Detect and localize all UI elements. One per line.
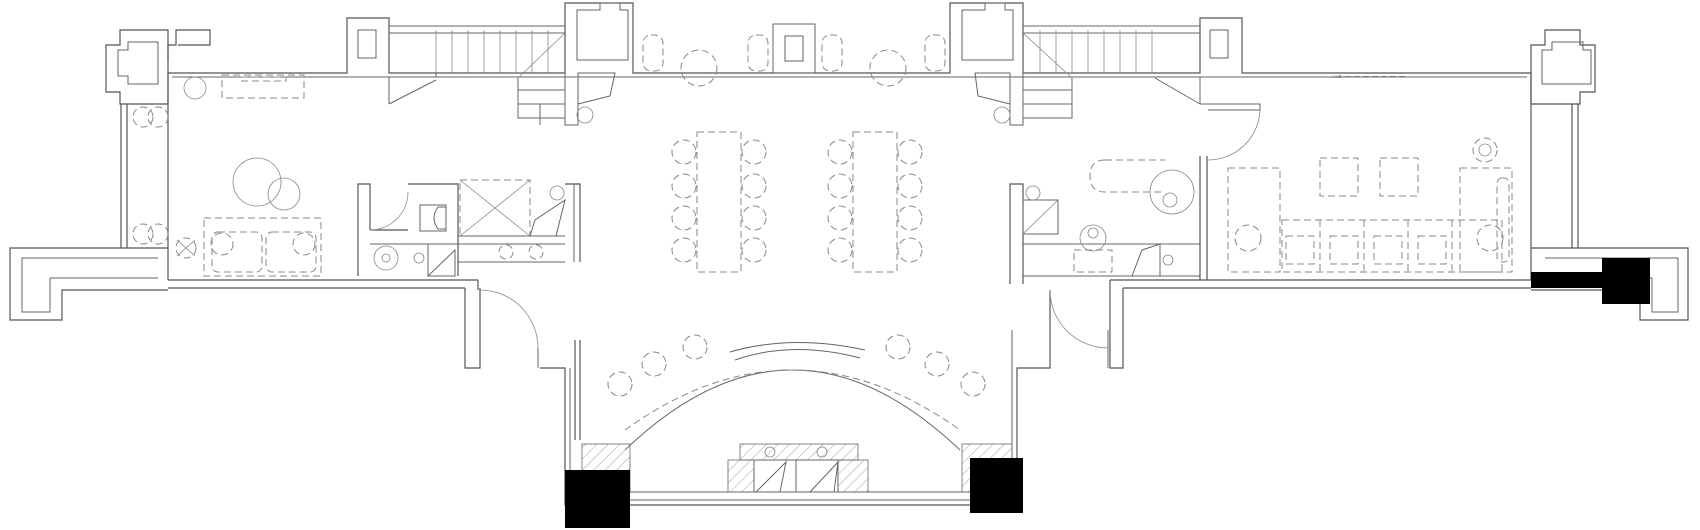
column-left bbox=[565, 470, 630, 528]
column-east-beam bbox=[1531, 272, 1606, 288]
structural-columns bbox=[565, 258, 1650, 528]
top-right-label: ᴜᴍʙ ▬▬ ▬▬ ▬▬ ▬▬ ▬▬ ▬▬ ▬▬ bbox=[1333, 74, 1405, 80]
restroom-left bbox=[357, 179, 581, 277]
column-east bbox=[1602, 258, 1650, 304]
exterior-walls bbox=[9, 2, 1689, 506]
right-lounge: ᴜᴍʙ ▬▬ ▬▬ ▬▬ ▬▬ ▬▬ ▬▬ ▬▬ bbox=[1227, 74, 1513, 273]
top-lounge bbox=[642, 23, 946, 87]
meeting-table-right bbox=[827, 131, 923, 273]
reception-hall bbox=[479, 289, 1109, 493]
left-lounge bbox=[132, 74, 322, 277]
stair-right bbox=[961, 2, 1229, 126]
stair-left bbox=[357, 2, 629, 126]
meeting-table-left bbox=[671, 131, 767, 273]
restroom-right bbox=[1009, 103, 1261, 284]
column-right bbox=[970, 458, 1023, 513]
